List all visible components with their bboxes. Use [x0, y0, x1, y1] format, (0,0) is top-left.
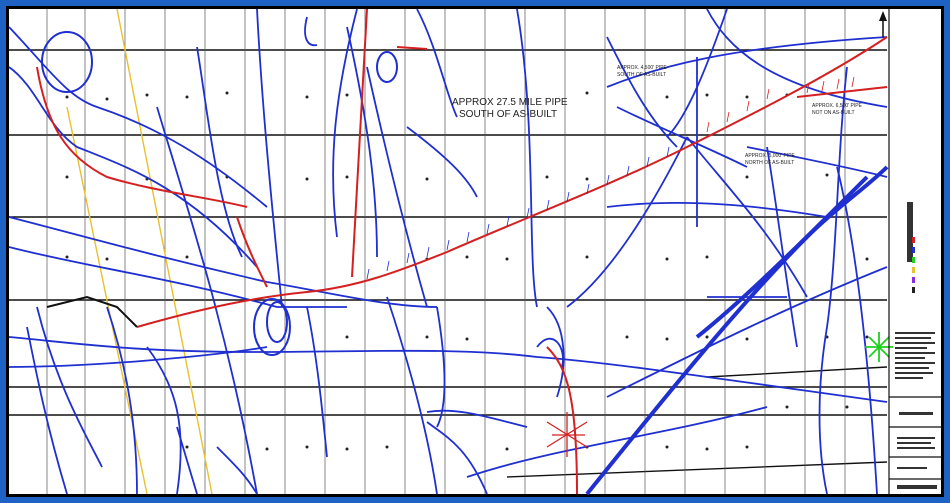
main-note-line-1: APPROX 27.5 MILE PIPE [452, 97, 568, 108]
north-arrow-icon [879, 11, 887, 37]
note-a-line-1: APPROX. 4,500' PIPE [617, 65, 668, 71]
note-c-line-2: NOT ON AS-BUILT [812, 110, 855, 116]
route-stationing-red [706, 76, 855, 133]
route-stationing [366, 146, 670, 280]
main-note-line-2: SOUTH OF AS-BUILT [459, 109, 557, 120]
pipeline-loops [41, 31, 398, 356]
main-transmission-line [585, 165, 889, 496]
note-a-line-2: SOUTH OF AS-BUILT [617, 72, 666, 78]
survey-grid-vertical [46, 9, 846, 494]
note-c-line-1: APPROX. 6,500' PIPE [812, 103, 863, 109]
proposed-route [36, 8, 888, 495]
black-boundary-line [46, 295, 138, 328]
red-star-marker [546, 412, 588, 457]
note-b-line-2: NORTH OF AS-BUILT [745, 160, 794, 166]
note-b-line-1: APPROX. 5,000' PIPE [745, 153, 796, 159]
map-sheet[interactable]: APPROX 27.5 MILE PIPE SOUTH OF AS-BUILT … [6, 6, 944, 497]
pipeline-network [8, 8, 888, 495]
tract-markers [65, 91, 869, 451]
pipeline-map[interactable]: APPROX 27.5 MILE PIPE SOUTH OF AS-BUILT … [7, 7, 943, 496]
title-block [888, 9, 942, 494]
green-marker [865, 332, 893, 362]
map-border [7, 7, 943, 496]
